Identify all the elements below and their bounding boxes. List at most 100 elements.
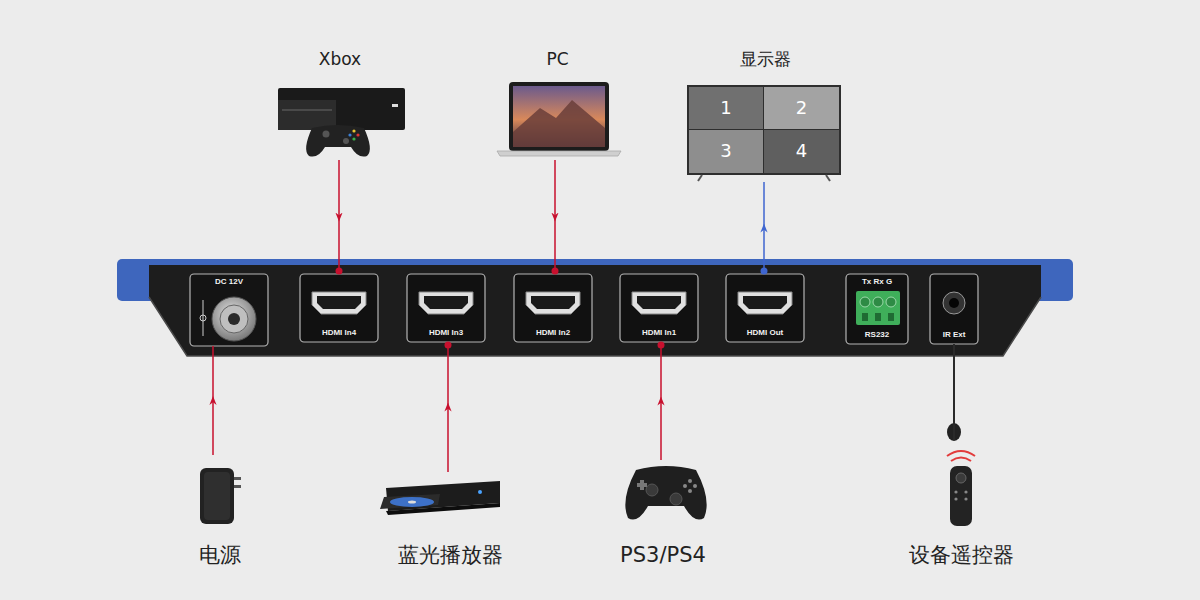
xbox-icon-part <box>356 133 359 136</box>
hdmi-port-part <box>743 296 787 309</box>
node-label: Xbox <box>319 50 361 70</box>
remote-icon-part <box>954 490 957 493</box>
source-device: Xbox <box>270 50 410 160</box>
remote-icon-part <box>947 423 961 441</box>
remote-icon-part <box>956 473 966 483</box>
game-controller-icon-part <box>683 484 687 488</box>
remote-icon-part <box>950 466 972 526</box>
game-controller-icon-part <box>670 493 682 505</box>
hdmi-port-part <box>632 292 686 314</box>
xbox-icon-part <box>392 104 398 107</box>
game-controller-icon-part <box>693 484 697 488</box>
dc-jack-part <box>220 305 248 333</box>
display-icon <box>687 85 841 181</box>
dc-jack-part <box>203 300 204 336</box>
bluray-player-icon <box>380 481 500 515</box>
rs232-terminal-part <box>886 297 896 307</box>
game-controller-icon-part <box>625 466 706 520</box>
xbox-icon-part <box>278 88 405 130</box>
power-adapter-icon-part <box>234 485 241 488</box>
dc-jack-part <box>190 274 268 346</box>
connector <box>953 344 955 440</box>
connector <box>338 160 340 274</box>
ir-jack <box>930 274 978 344</box>
remote-icon-part <box>954 497 957 500</box>
display-device: 显示器1234 <box>685 50 845 182</box>
laptop-icon <box>497 82 621 156</box>
connector-dot <box>658 342 665 349</box>
hdmi-port-part <box>407 274 485 342</box>
game-controller-icon-part <box>688 489 692 493</box>
node-label: HDMI In1 <box>642 328 676 337</box>
rs232-terminal <box>846 274 908 344</box>
game-controller-icon-part <box>646 484 658 496</box>
node-label: 蓝光播放器 <box>398 543 503 567</box>
remote-icon-part <box>947 451 975 456</box>
remote-icon-part <box>951 458 971 462</box>
connector-dot <box>445 342 452 349</box>
remote-icon-part <box>964 490 967 493</box>
ir-port: IR Ext <box>930 274 978 344</box>
remote-icon-part <box>964 497 967 500</box>
node-label: HDMI In4 <box>322 328 356 337</box>
hdmi-port-part <box>620 274 698 342</box>
power-device: 电源 <box>170 455 270 567</box>
hdmi-port <box>620 274 698 342</box>
hdmi-port: HDMI In3 <box>407 274 485 342</box>
node-label: 2 <box>796 98 807 119</box>
connector-dot <box>761 268 768 275</box>
node-label: 显示器 <box>740 50 791 70</box>
hdmi-port: HDMI Out <box>726 274 804 342</box>
node-label: IR Ext <box>943 330 966 339</box>
node-label: DC 12V <box>215 277 243 286</box>
dc-jack-part <box>200 315 206 321</box>
connector-dot <box>336 268 343 275</box>
xbox-icon <box>278 88 405 157</box>
connector <box>660 342 662 460</box>
rs232-terminal-part <box>862 313 868 321</box>
power-adapter-icon <box>200 468 241 524</box>
rs232-terminal-part <box>860 297 870 307</box>
bluray-player-icon-part <box>478 490 482 494</box>
dc-jack <box>190 274 268 346</box>
node-label: PS3/PS4 <box>620 543 706 567</box>
xbox-icon-part <box>323 131 330 138</box>
rs232-terminal-part <box>873 297 883 307</box>
remote-icon <box>947 423 975 526</box>
game-controller-icon <box>625 466 706 520</box>
node-label: RS232 <box>865 330 889 339</box>
xbox-icon-part <box>348 133 351 136</box>
rs232-port: Tx Rx G RS232 <box>846 274 908 344</box>
hdmi-port-part <box>312 292 366 314</box>
laptop-icon-part <box>509 82 609 151</box>
node-label: PC <box>546 50 568 70</box>
hdmi-port: HDMI In4 <box>300 274 378 342</box>
node-label: HDMI In2 <box>536 328 570 337</box>
hdmi-port: HDMI In2 <box>514 274 592 342</box>
device-panel <box>117 259 1073 356</box>
remote-device: 设备遥控器 <box>894 440 1028 567</box>
node-label: 电源 <box>199 543 241 567</box>
node-label: HDMI In3 <box>429 328 463 337</box>
hdmi-port <box>300 274 378 342</box>
display-icon-part <box>826 175 830 181</box>
device-panel-part <box>149 265 1041 356</box>
connector <box>447 342 449 472</box>
xbox-icon-part <box>278 100 336 130</box>
power-adapter-icon-part <box>234 477 241 480</box>
source-device: PC <box>490 50 625 160</box>
node-label: Tx Rx G <box>862 277 892 286</box>
xbox-icon-part <box>306 125 370 157</box>
node-label: 3 <box>720 141 731 162</box>
xbox-icon-part <box>352 129 355 132</box>
hdmi-port-part <box>300 274 378 342</box>
game-controller-icon-part <box>688 479 692 483</box>
node-label: 1 <box>720 98 731 119</box>
laptop-icon-part <box>513 100 605 147</box>
hdmi-port <box>407 274 485 342</box>
hdmi-port: HDMI In1 <box>620 274 698 342</box>
hdmi-port <box>726 274 804 342</box>
game-controller-icon-part <box>637 483 647 487</box>
